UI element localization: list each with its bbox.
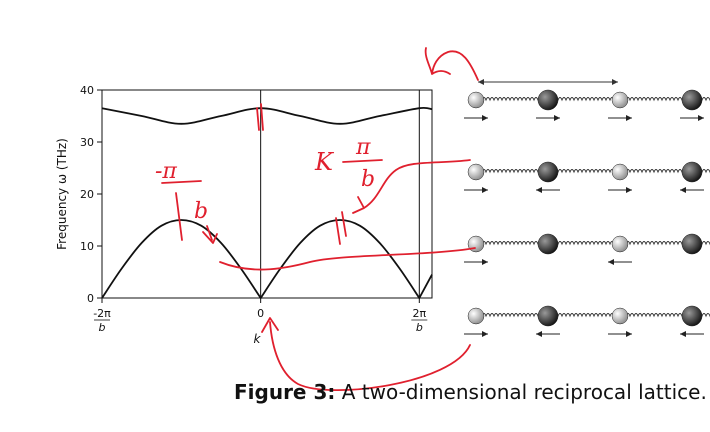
x-tick-label-den-2: b <box>416 321 423 334</box>
handwritten-text: -π b K π b <box>155 135 375 224</box>
displacement-arrowhead-right <box>626 187 632 193</box>
displacement-arrowhead-right <box>626 331 632 337</box>
annotation-b-left: b <box>194 199 208 224</box>
y-axis-ticks: 0 10 20 30 40 <box>80 84 102 305</box>
series-line-optical <box>101 106 433 125</box>
annotation-fraction-bar-left <box>161 180 202 184</box>
displacement-arrowhead-right <box>482 259 488 265</box>
annotation-pi: π <box>355 135 371 160</box>
period-arrowhead-left <box>478 79 484 85</box>
annotation-hatch-right <box>335 211 347 245</box>
displacement-arrowhead-right <box>554 115 560 121</box>
figure-caption-text: A two-dimensional reciprocal lattice. <box>335 380 707 404</box>
light-atom <box>467 163 485 181</box>
x-tick-label-num-2: 2π <box>412 307 426 320</box>
spring <box>469 169 710 174</box>
light-atom <box>467 307 485 325</box>
displacement-arrowhead-left <box>680 187 686 193</box>
spring <box>469 313 710 318</box>
lattice-row-1 <box>464 161 710 193</box>
dark-atom <box>537 161 559 183</box>
displacement-arrowhead-left <box>536 331 542 337</box>
annotation-b-right: b <box>361 167 375 192</box>
x-tick-label-num-1: 0 <box>257 307 264 320</box>
spring <box>469 241 710 246</box>
light-atom <box>611 163 629 181</box>
displacement-arrowhead-left <box>536 187 542 193</box>
displacement-arrowhead-right <box>482 187 488 193</box>
annotation-arrow-left <box>202 225 218 244</box>
displacement-arrowhead-left <box>608 259 614 265</box>
y-tick-label-0: 0 <box>87 292 94 305</box>
lattice-diagram <box>464 79 710 337</box>
annotation-k: K <box>314 148 335 176</box>
vertical-lines <box>260 90 420 298</box>
annotation-curve-middle <box>219 247 476 271</box>
light-atom <box>611 91 629 109</box>
lattice-period-arrow <box>478 79 618 85</box>
light-atom <box>611 235 629 253</box>
lattice-row-0 <box>464 89 710 121</box>
dark-atom <box>537 305 559 327</box>
y-tick-label-1: 10 <box>80 240 94 253</box>
annotation-curve-upper <box>352 159 471 214</box>
lattice-row-2 <box>464 233 710 265</box>
dark-atom <box>681 305 703 327</box>
spring <box>469 97 710 102</box>
figure-label: Figure 3: <box>234 380 336 404</box>
handwritten-annotations <box>161 47 479 392</box>
y-tick-label-4: 40 <box>80 84 94 97</box>
dark-atom <box>537 89 559 111</box>
annotation-hatch-top <box>256 103 264 131</box>
light-atom <box>467 91 485 109</box>
x-axis-label: k <box>254 332 262 346</box>
plot-frame <box>101 89 433 299</box>
y-tick-label-2: 20 <box>80 188 94 201</box>
displacement-arrowhead-right <box>482 115 488 121</box>
displacement-arrowhead-right <box>698 115 704 121</box>
dark-atom <box>681 233 703 255</box>
series-group <box>101 106 433 300</box>
dark-atom <box>537 233 559 255</box>
light-atom <box>611 307 629 325</box>
annotation-slash-left <box>175 192 183 241</box>
dark-atom <box>681 161 703 183</box>
annotation-neg-pi: -π <box>155 159 177 184</box>
displacement-arrowhead-left <box>680 331 686 337</box>
displacement-arrowhead-right <box>626 115 632 121</box>
y-tick-label-3: 30 <box>80 136 94 149</box>
annotation-curve-lower <box>261 317 471 392</box>
period-arrowhead-right <box>612 79 618 85</box>
x-tick-label-den-0: b <box>99 321 106 334</box>
dark-atom <box>681 89 703 111</box>
x-tick-label-num-0: -2π <box>93 307 111 320</box>
lattice-row-3 <box>464 305 710 337</box>
annotation-fraction-bar-right <box>342 159 383 163</box>
series-line-acoustic <box>101 219 433 300</box>
annotation-top-hook <box>424 47 479 81</box>
y-axis-label: Frequency ω (THz) <box>55 138 69 250</box>
displacement-arrowhead-right <box>482 331 488 337</box>
figure-caption: Figure 3: A two-dimensional reciprocal l… <box>234 380 707 404</box>
